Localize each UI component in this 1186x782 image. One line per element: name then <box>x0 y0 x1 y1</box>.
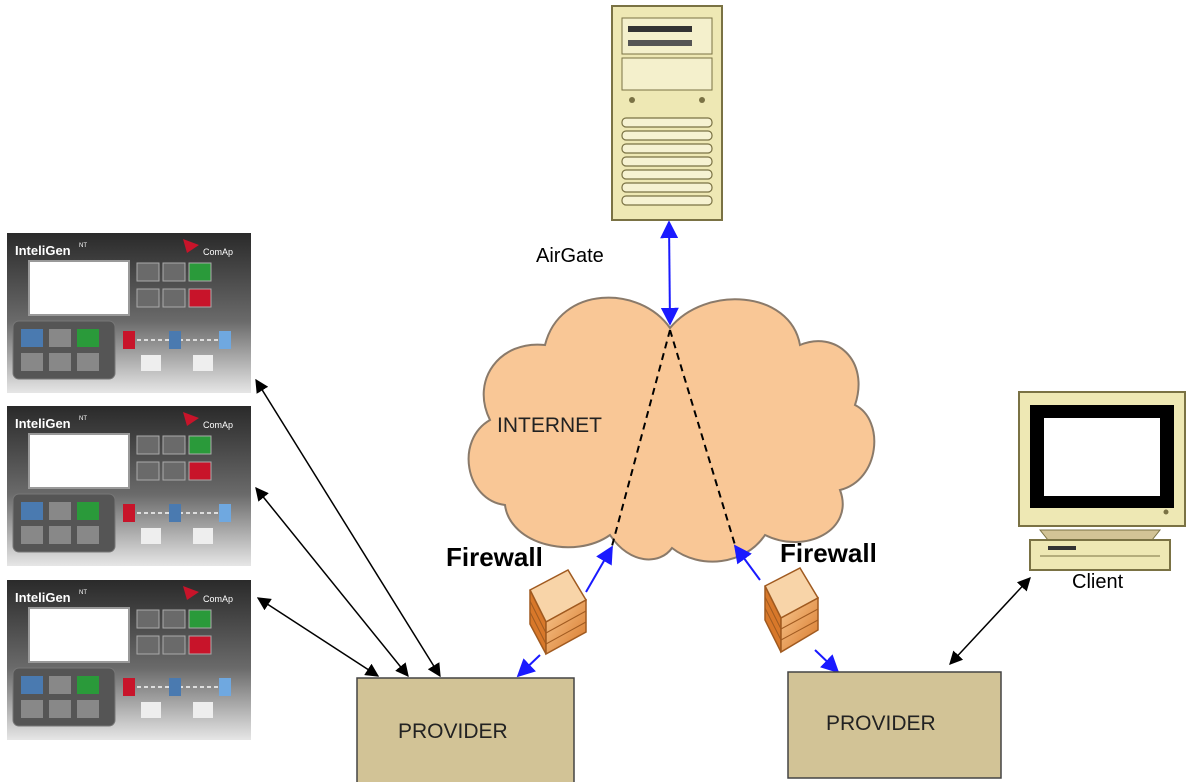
controller-maker-2: ComAp <box>203 420 233 430</box>
controller-brand-sup-2: NT <box>79 416 87 422</box>
controller-2-link-arrow <box>255 486 409 678</box>
firewall-icon-left <box>529 569 588 656</box>
controller-3-link-arrow <box>256 597 380 677</box>
controller-brand-sup-3: NT <box>79 590 87 596</box>
controller-maker-1: ComAp <box>203 247 233 257</box>
controller-brand-2: InteliGen <box>15 416 71 431</box>
tunnel-line-left <box>611 329 671 547</box>
provider-box-left <box>356 677 575 782</box>
tunnel-line-right <box>669 329 736 546</box>
airgate-server-icon <box>611 5 723 221</box>
controller-unit-3: InteliGen NT ComAp <box>6 579 252 741</box>
client-label: Client <box>1072 571 1124 593</box>
controller-unit-1: InteliGen NT ComAp <box>6 232 252 394</box>
controller-brand-sup-1: NT <box>79 243 87 249</box>
provider-box-right <box>787 671 1002 779</box>
left-firewall-provider-arrow <box>516 654 541 678</box>
client-provider-arrow <box>949 577 1031 665</box>
right-firewall-provider-arrow <box>814 649 840 674</box>
controller-1-link-arrow <box>255 378 441 678</box>
provider-label-left: PROVIDER <box>398 720 508 743</box>
left-cloud-firewall-arrow <box>585 545 613 593</box>
controller-unit-2: InteliGen NT ComAp <box>6 405 252 567</box>
firewall-label-left: Firewall <box>446 542 543 572</box>
internet-cloud-shape <box>467 296 876 563</box>
internet-label: INTERNET <box>497 414 602 437</box>
firewall-icon-right <box>763 567 820 654</box>
server-link-arrow <box>660 220 679 326</box>
right-cloud-firewall-arrow <box>733 544 761 581</box>
controller-brand-1: InteliGen <box>15 243 71 258</box>
controller-maker-3: ComAp <box>203 594 233 604</box>
firewall-label-right: Firewall <box>780 538 877 568</box>
client-computer-icon <box>1018 391 1186 571</box>
provider-label-right: PROVIDER <box>826 712 936 735</box>
controller-brand-3: InteliGen <box>15 590 71 605</box>
airgate-label: AirGate <box>536 245 604 267</box>
